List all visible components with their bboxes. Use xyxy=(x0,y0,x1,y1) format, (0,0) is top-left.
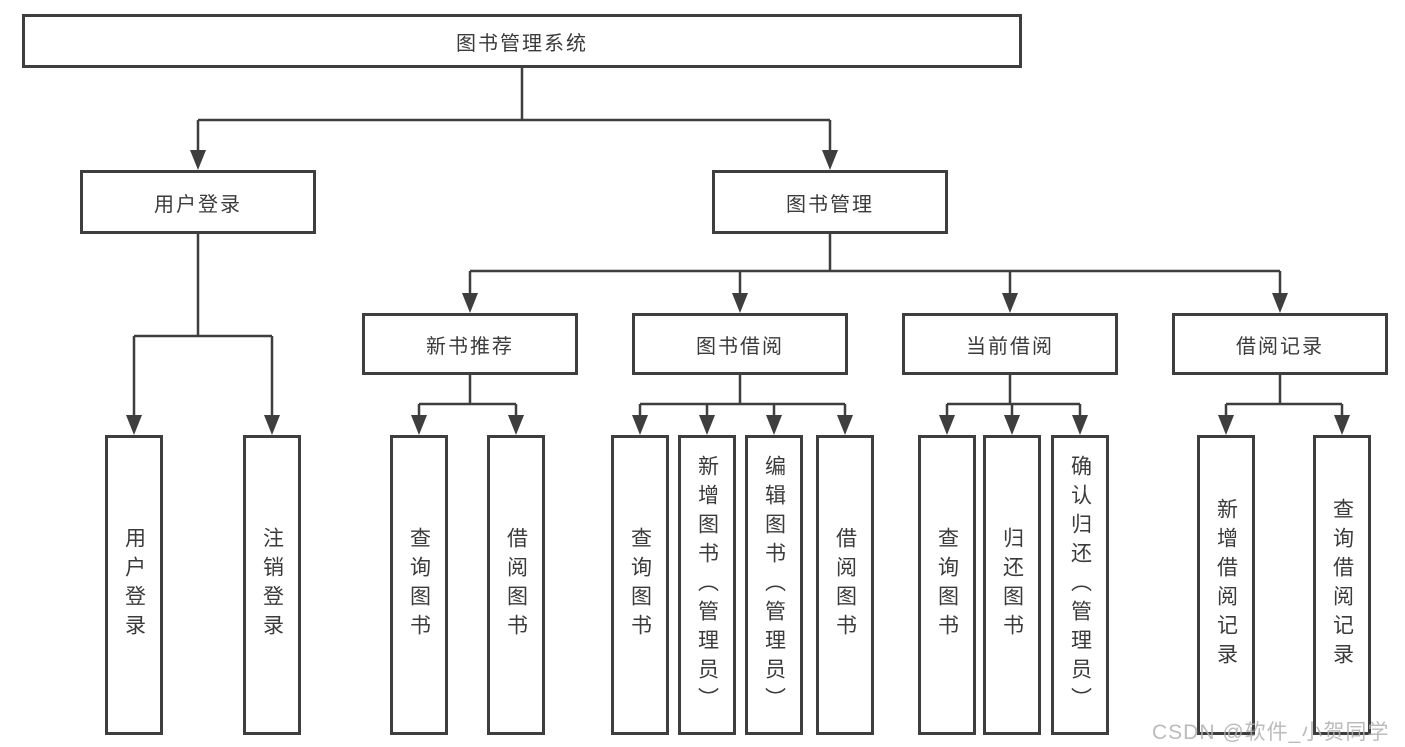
group-new-book-recommendation-label: 新书推荐 xyxy=(426,335,514,358)
leaf-br-query-borrow-record-label: 查询借阅记录 xyxy=(1330,498,1354,672)
leaf-cb-confirm-return-admin: 确认归还（管理员） xyxy=(1051,435,1109,735)
leaf-cb-query-books: 查询图书 xyxy=(918,435,976,735)
leaf-cb-confirm-return-admin-label: 确认归还（管理员） xyxy=(1068,454,1092,716)
leaf-nbr-query-books: 查询图书 xyxy=(390,435,448,735)
node-root-label: 图书管理系统 xyxy=(456,32,588,55)
leaf-cb-return-books-label: 归还图书 xyxy=(1000,527,1024,643)
branch-user-login: 用户登录 xyxy=(80,170,316,234)
branch-book-management-label: 图书管理 xyxy=(786,193,874,216)
leaf-br-add-borrow-record-label: 新增借阅记录 xyxy=(1214,498,1238,672)
leaf-user-login: 用户登录 xyxy=(105,435,163,735)
leaf-br-add-borrow-record: 新增借阅记录 xyxy=(1197,435,1255,735)
leaf-bb-query-books: 查询图书 xyxy=(611,435,669,735)
group-new-book-recommendation: 新书推荐 xyxy=(362,313,578,375)
branch-book-management: 图书管理 xyxy=(712,170,948,234)
group-current-borrowing-label: 当前借阅 xyxy=(966,335,1054,358)
leaf-cb-return-books: 归还图书 xyxy=(983,435,1041,735)
leaf-bb-query-books-label: 查询图书 xyxy=(628,527,652,643)
leaf-cb-query-books-label: 查询图书 xyxy=(935,527,959,643)
leaf-bb-add-books-admin-label: 新增图书（管理员） xyxy=(695,454,719,716)
group-book-borrowing-label: 图书借阅 xyxy=(696,335,784,358)
leaf-bb-edit-books-admin-label: 编辑图书（管理员） xyxy=(762,454,786,716)
watermark: CSDN @软件_小贺同学 xyxy=(1152,721,1390,744)
leaf-br-query-borrow-record: 查询借阅记录 xyxy=(1313,435,1371,735)
leaf-logout-login-label: 注销登录 xyxy=(260,527,284,643)
leaf-bb-borrow-books-label: 借阅图书 xyxy=(833,527,857,643)
group-book-borrowing: 图书借阅 xyxy=(632,313,848,375)
leaf-nbr-query-books-label: 查询图书 xyxy=(407,527,431,643)
group-current-borrowing: 当前借阅 xyxy=(902,313,1118,375)
leaf-nbr-borrow-books-label: 借阅图书 xyxy=(504,527,528,643)
leaf-bb-add-books-admin: 新增图书（管理员） xyxy=(678,435,736,735)
leaf-bb-borrow-books: 借阅图书 xyxy=(816,435,874,735)
leaf-nbr-borrow-books: 借阅图书 xyxy=(487,435,545,735)
leaf-bb-edit-books-admin: 编辑图书（管理员） xyxy=(745,435,803,735)
branch-user-login-label: 用户登录 xyxy=(154,193,242,216)
group-borrowing-records-label: 借阅记录 xyxy=(1236,335,1324,358)
node-root: 图书管理系统 xyxy=(22,14,1022,68)
leaf-logout-login: 注销登录 xyxy=(243,435,301,735)
group-borrowing-records: 借阅记录 xyxy=(1172,313,1388,375)
leaf-user-login-label: 用户登录 xyxy=(122,527,146,643)
